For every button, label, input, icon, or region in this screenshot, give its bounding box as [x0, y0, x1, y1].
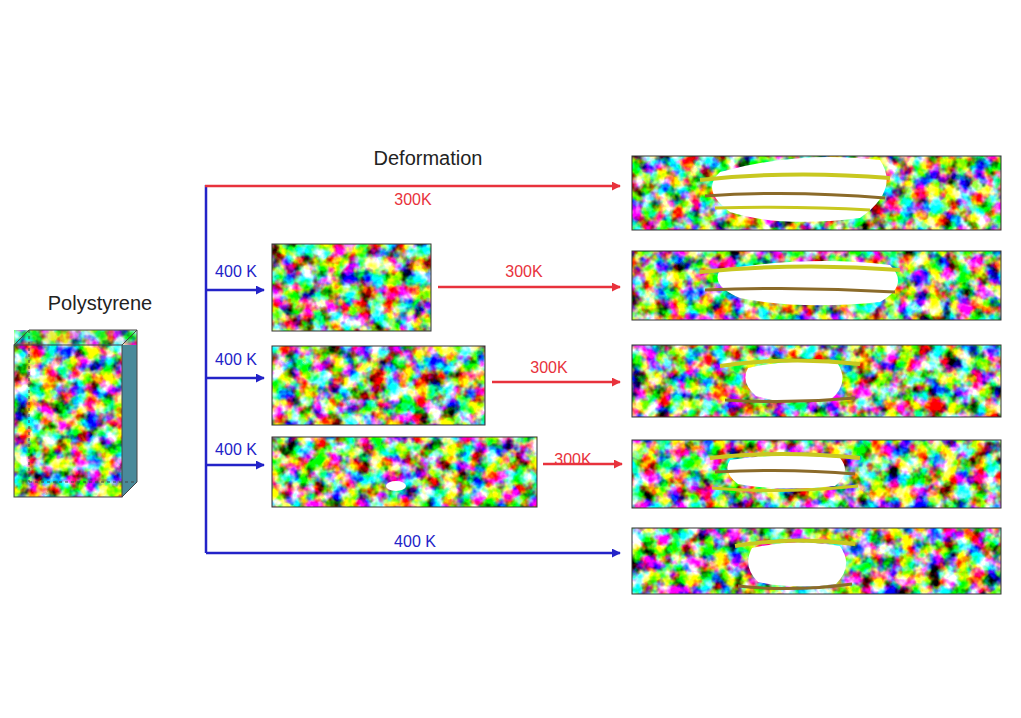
polystyrene-cube — [14, 330, 137, 497]
temperature-label: 400 K — [215, 441, 257, 459]
deformed-box — [632, 156, 1001, 594]
temperature-label: 300K — [554, 451, 591, 469]
temperature-label: 400 K — [215, 263, 257, 281]
process-arrows — [205, 185, 622, 553]
temperature-label: 300K — [505, 263, 542, 281]
temperature-label: 400 K — [215, 351, 257, 369]
temperature-label: 300K — [394, 191, 431, 209]
temperature-label: 400 K — [394, 533, 436, 551]
temperature-label: 300K — [530, 359, 567, 377]
simulation-box — [272, 244, 537, 507]
heading: Deformation — [374, 147, 483, 169]
material-label: Polystyrene — [48, 292, 153, 314]
